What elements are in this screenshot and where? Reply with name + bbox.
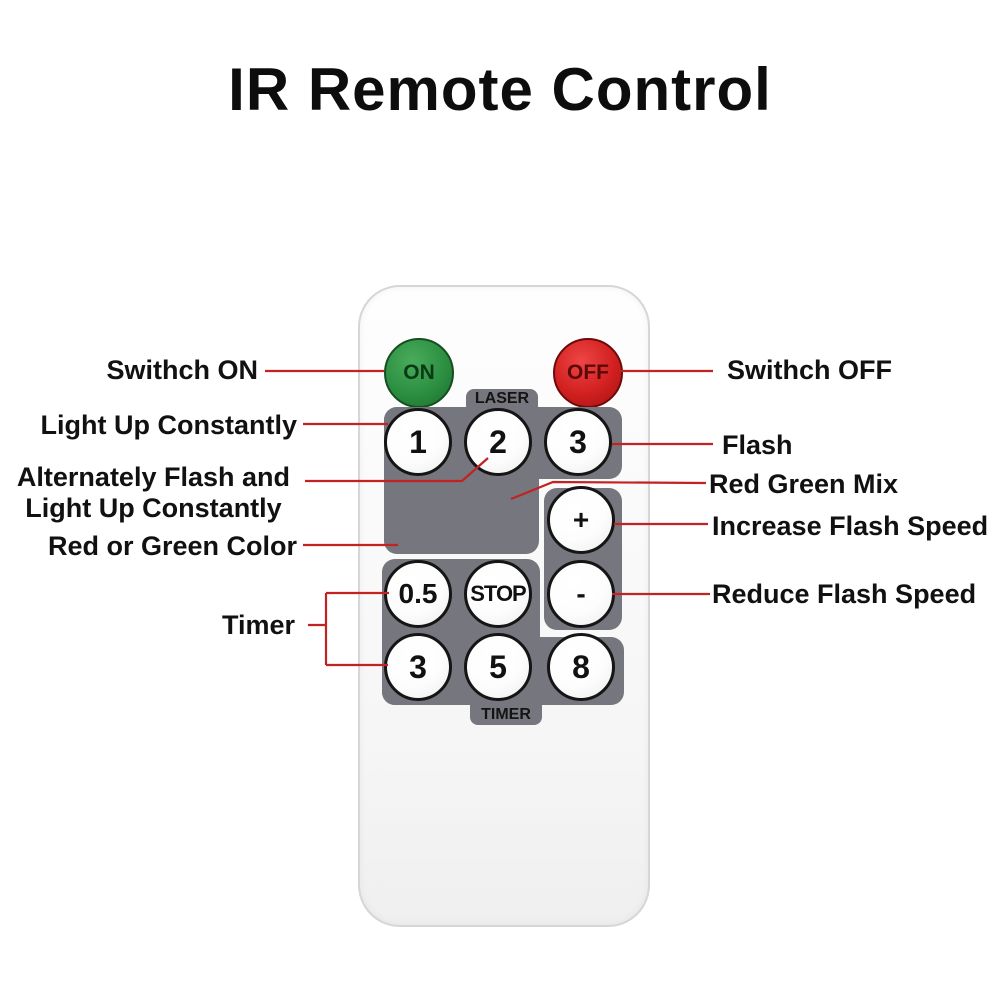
label-reduce-flash-speed: Reduce Flash Speed [712, 579, 977, 609]
key-3-label: 3 [569, 423, 587, 460]
key-2-label: 2 [489, 423, 507, 460]
power-off-button: OFF [553, 338, 623, 408]
key-0-5: 0.5 [384, 560, 452, 628]
key-1-label: 1 [409, 423, 427, 460]
label-red-green-mix: Red Green Mix [709, 469, 899, 499]
key-timer-5-label: 5 [489, 648, 507, 685]
label-flash: Flash [722, 430, 793, 460]
label-alternately-flash-line1: Alternately Flash and [16, 462, 290, 492]
label-switch-off: Swithch OFF [727, 355, 892, 385]
key-timer-5: 5 [464, 633, 532, 701]
key-timer-3-label: 3 [409, 648, 427, 685]
key-2: 2 [464, 408, 532, 476]
label-increase-flash-speed: Increase Flash Speed [712, 511, 989, 541]
key-reduce-speed: - [547, 560, 615, 628]
power-off-label: OFF [567, 361, 609, 384]
key-timer-8-label: 8 [572, 648, 590, 685]
label-light-up-constantly: Light Up Constantly [40, 410, 297, 440]
key-1: 1 [384, 408, 452, 476]
key-timer-3: 3 [384, 633, 452, 701]
key-increase-speed: + [547, 486, 615, 554]
key-stop: STOP [464, 560, 532, 628]
label-timer: Timer [221, 610, 295, 640]
key-minus-label: - [576, 578, 586, 609]
power-on-label: ON [403, 361, 435, 384]
key-0-5-label: 0.5 [398, 578, 438, 609]
label-switch-on: Swithch ON [106, 355, 258, 385]
key-stop-label: STOP [470, 581, 527, 606]
label-red-or-green-color: Red or Green Color [47, 531, 297, 561]
key-3: 3 [544, 408, 612, 476]
label-alternately-flash-line2: Light Up Constantly [25, 493, 282, 523]
page-title: IR Remote Control [228, 56, 772, 123]
power-on-button: ON [384, 338, 454, 408]
label-alternately-flash: Alternately Flash and Light Up Constantl… [17, 462, 290, 524]
key-timer-8: 8 [547, 633, 615, 701]
key-plus-label: + [572, 504, 590, 535]
